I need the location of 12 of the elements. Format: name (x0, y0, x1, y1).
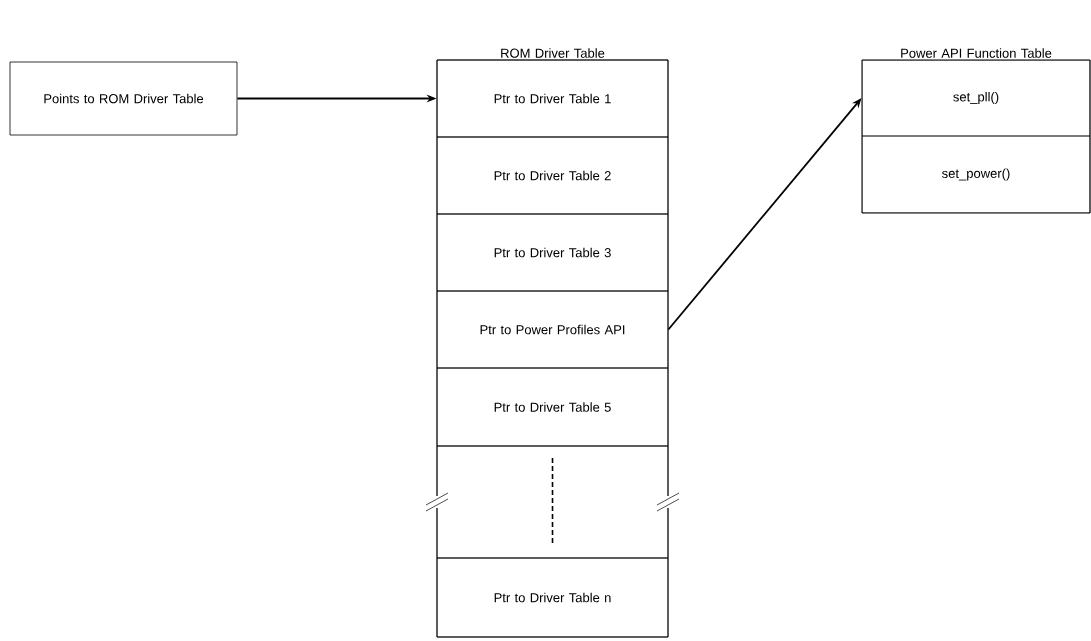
table-row: Ptr to Driver Table 2 (436, 136, 669, 215)
table-row: Ptr to Driver Table 5 (436, 367, 669, 447)
table-row (436, 445, 669, 559)
node-label: Power API Function Table (901, 48, 1052, 58)
table-row: Ptr to Driver Table 3 (436, 213, 669, 292)
table-row: set_pll() (861, 59, 1091, 137)
table-row: Ptr to Driver Table n (436, 557, 669, 638)
process-box: Points to ROM Driver Table (9, 61, 238, 136)
table-row: Ptr to Power Profiles API (436, 290, 669, 369)
table-row: Ptr to Driver Table 1 (436, 59, 669, 138)
node-label: ROM Driver Table (501, 48, 605, 58)
table-row: set_power() (861, 135, 1091, 214)
